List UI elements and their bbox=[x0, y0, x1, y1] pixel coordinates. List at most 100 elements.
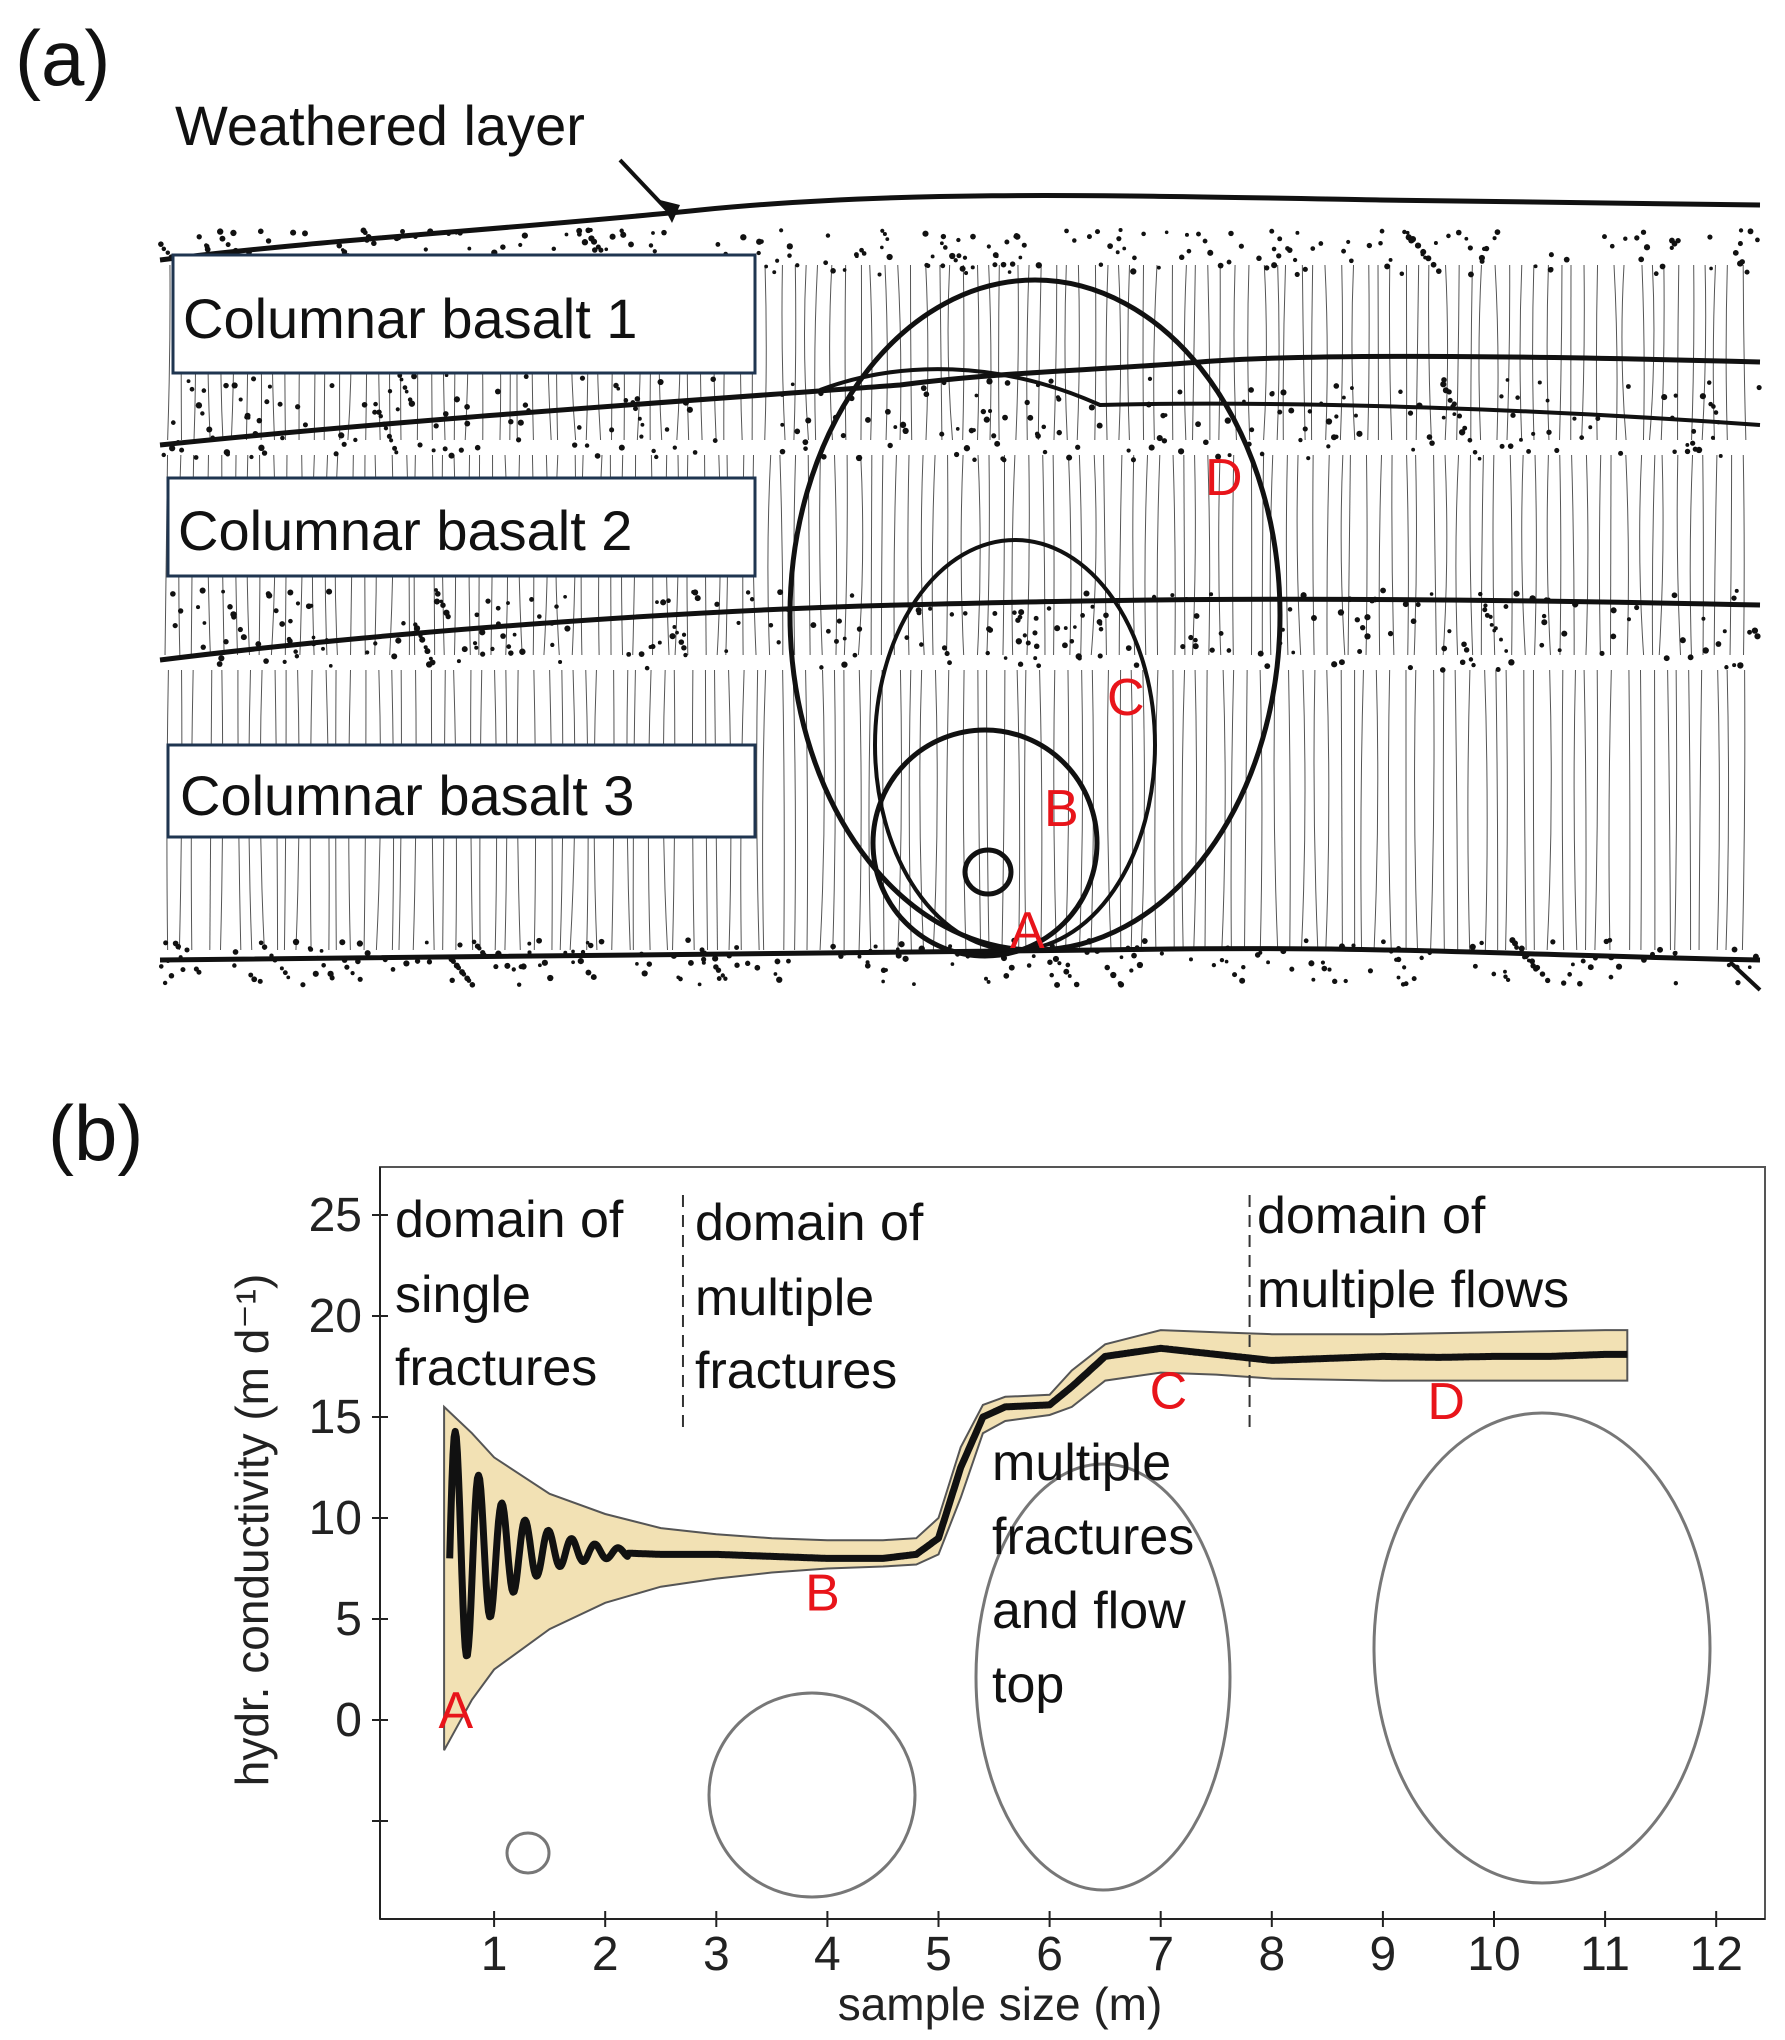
stipple-dot bbox=[1110, 971, 1117, 979]
x-axis-title: sample size (m) bbox=[838, 1978, 1163, 2030]
stipple-dot bbox=[1691, 428, 1697, 434]
column-joint bbox=[1103, 454, 1107, 656]
stipple-dot bbox=[179, 447, 185, 453]
stipple-dot bbox=[1615, 963, 1623, 970]
stipple-dot bbox=[1732, 663, 1737, 668]
stipple-dot bbox=[1257, 650, 1264, 657]
stipple-dot bbox=[885, 237, 890, 242]
stipple-dot bbox=[1104, 964, 1110, 971]
stipple-dot bbox=[1469, 943, 1476, 951]
stipple-dot bbox=[293, 649, 298, 654]
stipple-dot bbox=[517, 419, 524, 426]
stipple-dot bbox=[1467, 437, 1473, 443]
stipple-dot bbox=[1086, 234, 1092, 240]
volume-ellipse-c bbox=[974, 1462, 1232, 1892]
stipple-dot bbox=[1701, 616, 1706, 621]
stipple-dot bbox=[756, 238, 763, 245]
stipple-dot bbox=[218, 655, 225, 662]
x-tick-label: 12 bbox=[1690, 1928, 1743, 1981]
stipple-dot bbox=[177, 608, 184, 614]
stipple-dot bbox=[1256, 255, 1262, 262]
stipple-dot bbox=[790, 382, 795, 387]
stipple-dot bbox=[440, 602, 446, 608]
stipple-dot bbox=[1755, 237, 1760, 243]
stipple-dot bbox=[740, 234, 747, 241]
stipple-dot bbox=[1459, 659, 1466, 666]
column-joint bbox=[1118, 264, 1122, 441]
basalt-cross-section: Weathered layer Columnar basalt 1 Column… bbox=[158, 94, 1762, 992]
stipple-dot bbox=[162, 980, 168, 986]
column-joint bbox=[1430, 669, 1435, 951]
stipple-dot bbox=[550, 642, 555, 648]
stipple-dot bbox=[1119, 955, 1124, 960]
stipple-dot bbox=[1280, 389, 1287, 396]
column-joint bbox=[893, 454, 897, 656]
stipple-dot bbox=[1024, 399, 1030, 406]
stipple-dot bbox=[163, 940, 169, 946]
column-joint bbox=[1247, 264, 1251, 441]
stipple-dot bbox=[506, 601, 510, 605]
stipple-dot bbox=[453, 396, 461, 403]
stipple-dot bbox=[458, 447, 464, 453]
stipple-dot bbox=[1349, 258, 1354, 264]
column-joint bbox=[1494, 264, 1499, 441]
flow-boundary-2 bbox=[159, 596, 1761, 663]
stipple-dot bbox=[1735, 980, 1741, 986]
stipple-dot bbox=[1067, 974, 1072, 978]
column-joint bbox=[1649, 264, 1655, 441]
column-joint bbox=[1259, 669, 1263, 951]
stipple-dot bbox=[1073, 625, 1077, 629]
stipple-dot bbox=[225, 242, 231, 248]
stipple-dot bbox=[1407, 410, 1414, 416]
column-joint bbox=[1532, 264, 1535, 441]
stipple-dot bbox=[1004, 239, 1010, 245]
stipple-dot bbox=[1468, 657, 1474, 662]
stipple-dot bbox=[206, 426, 213, 433]
stipple-dot bbox=[1541, 613, 1547, 619]
column-joint bbox=[834, 454, 838, 656]
stipple-dot bbox=[1125, 645, 1132, 651]
stipple-dot bbox=[1747, 965, 1752, 970]
stipple-dot bbox=[1378, 240, 1383, 246]
stipple-dot bbox=[1001, 457, 1007, 463]
column-joint bbox=[1276, 264, 1280, 441]
stipple-dot bbox=[1468, 271, 1474, 278]
column-joint bbox=[1729, 454, 1733, 656]
stipple-dot bbox=[1177, 389, 1183, 395]
stipple-dot bbox=[461, 646, 468, 653]
stipple-dot bbox=[598, 247, 604, 253]
stipple-dot bbox=[571, 442, 578, 448]
stipple-dot bbox=[1560, 980, 1567, 986]
stipple-dot bbox=[873, 944, 878, 949]
column-joint bbox=[1300, 669, 1306, 951]
stipple-dot bbox=[1090, 604, 1095, 609]
stipple-dot bbox=[1130, 268, 1137, 275]
stipple-dot bbox=[687, 960, 694, 966]
stipple-dot bbox=[387, 388, 393, 394]
stipple-dot bbox=[1672, 950, 1678, 956]
stipple-dot bbox=[408, 400, 416, 407]
column-joint bbox=[1484, 669, 1488, 951]
column-joint bbox=[1546, 669, 1552, 951]
stipple-dot bbox=[172, 622, 178, 629]
stipple-dot bbox=[1710, 435, 1716, 440]
stipple-dot bbox=[512, 632, 517, 637]
stipple-dot bbox=[1398, 389, 1403, 395]
stipple-dot bbox=[664, 427, 670, 432]
y-tick-label: 0 bbox=[335, 1694, 362, 1747]
stipple-dot bbox=[356, 940, 364, 947]
stipple-dot bbox=[1524, 955, 1529, 960]
column-joint bbox=[1373, 669, 1379, 951]
stipple-dot bbox=[1170, 593, 1175, 598]
domain-single-line-3: fractures bbox=[395, 1339, 597, 1397]
stipple-dot bbox=[820, 453, 827, 460]
column-joint bbox=[1433, 454, 1437, 656]
stipple-dot bbox=[1077, 656, 1082, 661]
stipple-dot bbox=[258, 444, 265, 451]
stipple-dot bbox=[1504, 649, 1509, 653]
stipple-dot bbox=[1057, 961, 1062, 966]
stipple-dot bbox=[1306, 456, 1311, 461]
stipple-dot bbox=[286, 975, 291, 980]
stipple-dot bbox=[1156, 434, 1163, 442]
stipple-dot bbox=[1141, 938, 1148, 944]
